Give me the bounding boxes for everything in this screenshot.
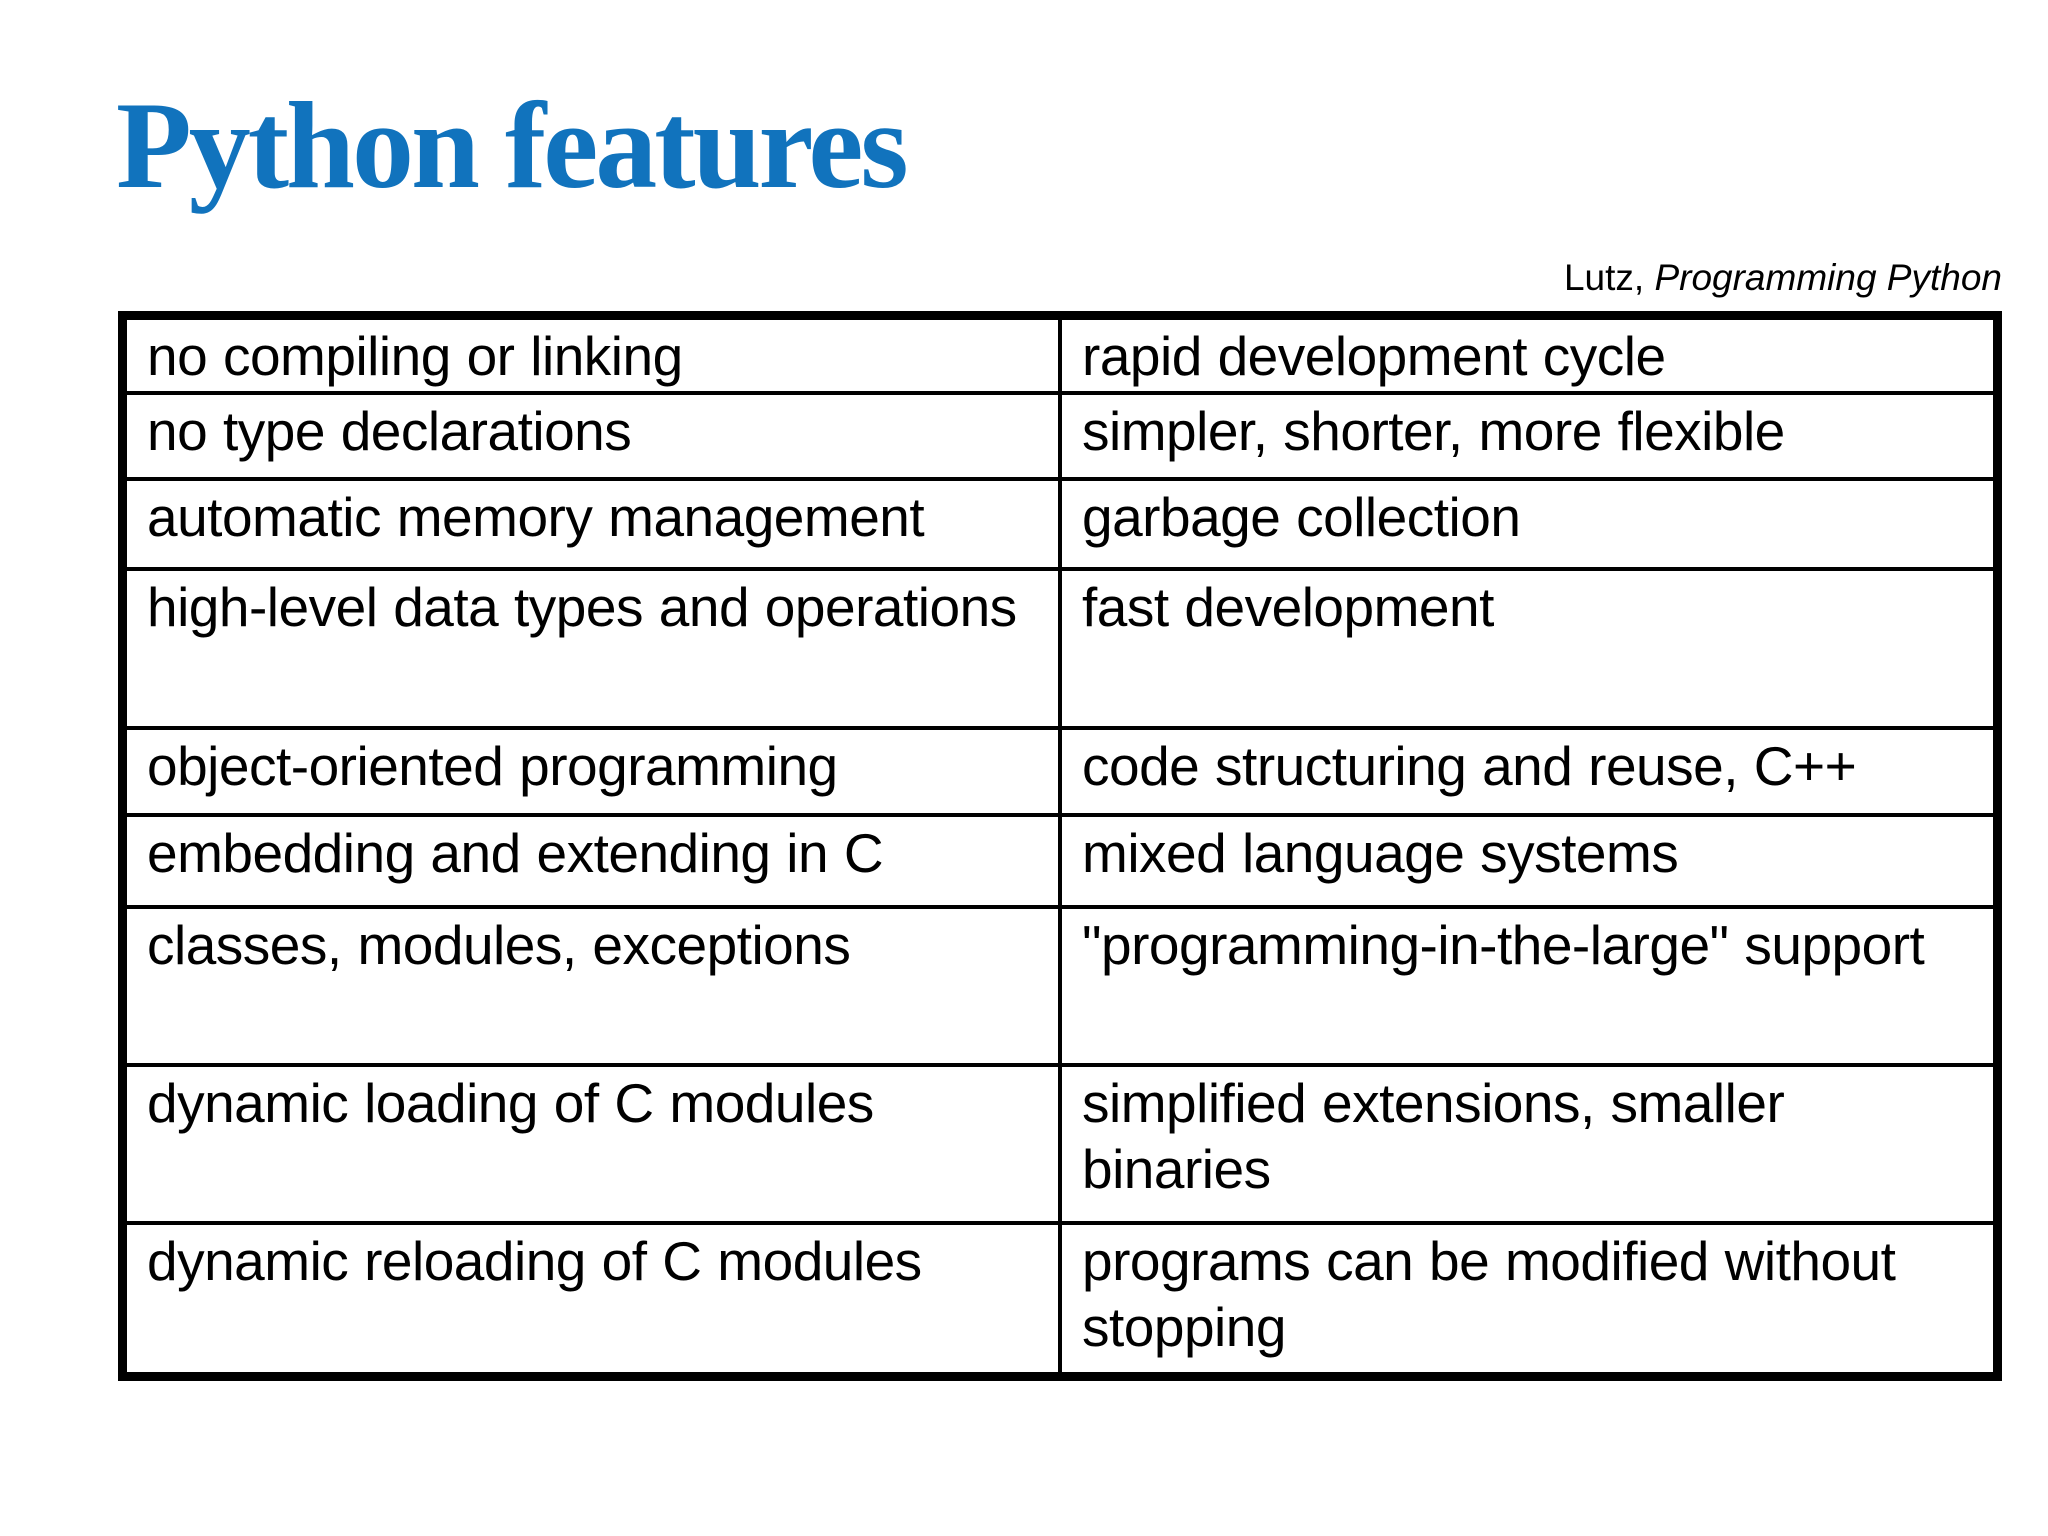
feature-cell: high-level data types and operations xyxy=(120,566,1062,730)
benefit-cell: garbage collection xyxy=(1058,476,2000,571)
feature-cell: automatic memory management xyxy=(120,476,1062,571)
book-title: Programming Python xyxy=(1654,257,2002,298)
feature-cell: dynamic loading of C modules xyxy=(120,1062,1062,1225)
feature-cell: classes, modules, exceptions xyxy=(120,904,1062,1067)
benefit-cell: simpler, shorter, more flexible xyxy=(1058,390,2000,481)
table-row: embedding and extending in C mixed langu… xyxy=(120,812,2000,909)
table-row: high-level data types and operations fas… xyxy=(120,566,2000,730)
benefit-cell: simplified extensions, smaller binaries xyxy=(1058,1062,2000,1225)
attribution-prefix: Lutz, xyxy=(1563,257,1655,298)
table-row: no compiling or linking rapid developmen… xyxy=(120,313,2000,395)
table-row: dynamic reloading of C modules programs … xyxy=(120,1220,2000,1379)
table-row: no type declarations simpler, shorter, m… xyxy=(120,390,2000,481)
feature-cell: object-oriented programming xyxy=(120,725,1062,817)
benefit-cell: programs can be modified without stoppin… xyxy=(1058,1220,2000,1379)
benefit-cell: "programming-in-the-large" support xyxy=(1058,904,2000,1067)
attribution: Lutz, Programming Python xyxy=(1563,257,2002,299)
feature-cell: dynamic reloading of C modules xyxy=(120,1220,1062,1379)
table-row: automatic memory management garbage coll… xyxy=(120,476,2000,571)
page-title: Python features xyxy=(116,77,909,214)
benefit-cell: mixed language systems xyxy=(1058,812,2000,909)
table-row: object-oriented programming code structu… xyxy=(120,725,2000,817)
feature-cell: embedding and extending in C xyxy=(120,812,1062,909)
feature-cell: no type declarations xyxy=(120,390,1062,481)
benefit-cell: fast development xyxy=(1058,566,2000,730)
benefit-cell: code structuring and reuse, C++ xyxy=(1058,725,2000,817)
table-row: dynamic loading of C modules simplified … xyxy=(120,1062,2000,1225)
benefit-cell: rapid development cycle xyxy=(1058,313,2000,395)
table-row: classes, modules, exceptions "programmin… xyxy=(120,904,2000,1067)
features-table: no compiling or linking rapid developmen… xyxy=(118,311,2002,1381)
feature-cell: no compiling or linking xyxy=(120,313,1062,395)
